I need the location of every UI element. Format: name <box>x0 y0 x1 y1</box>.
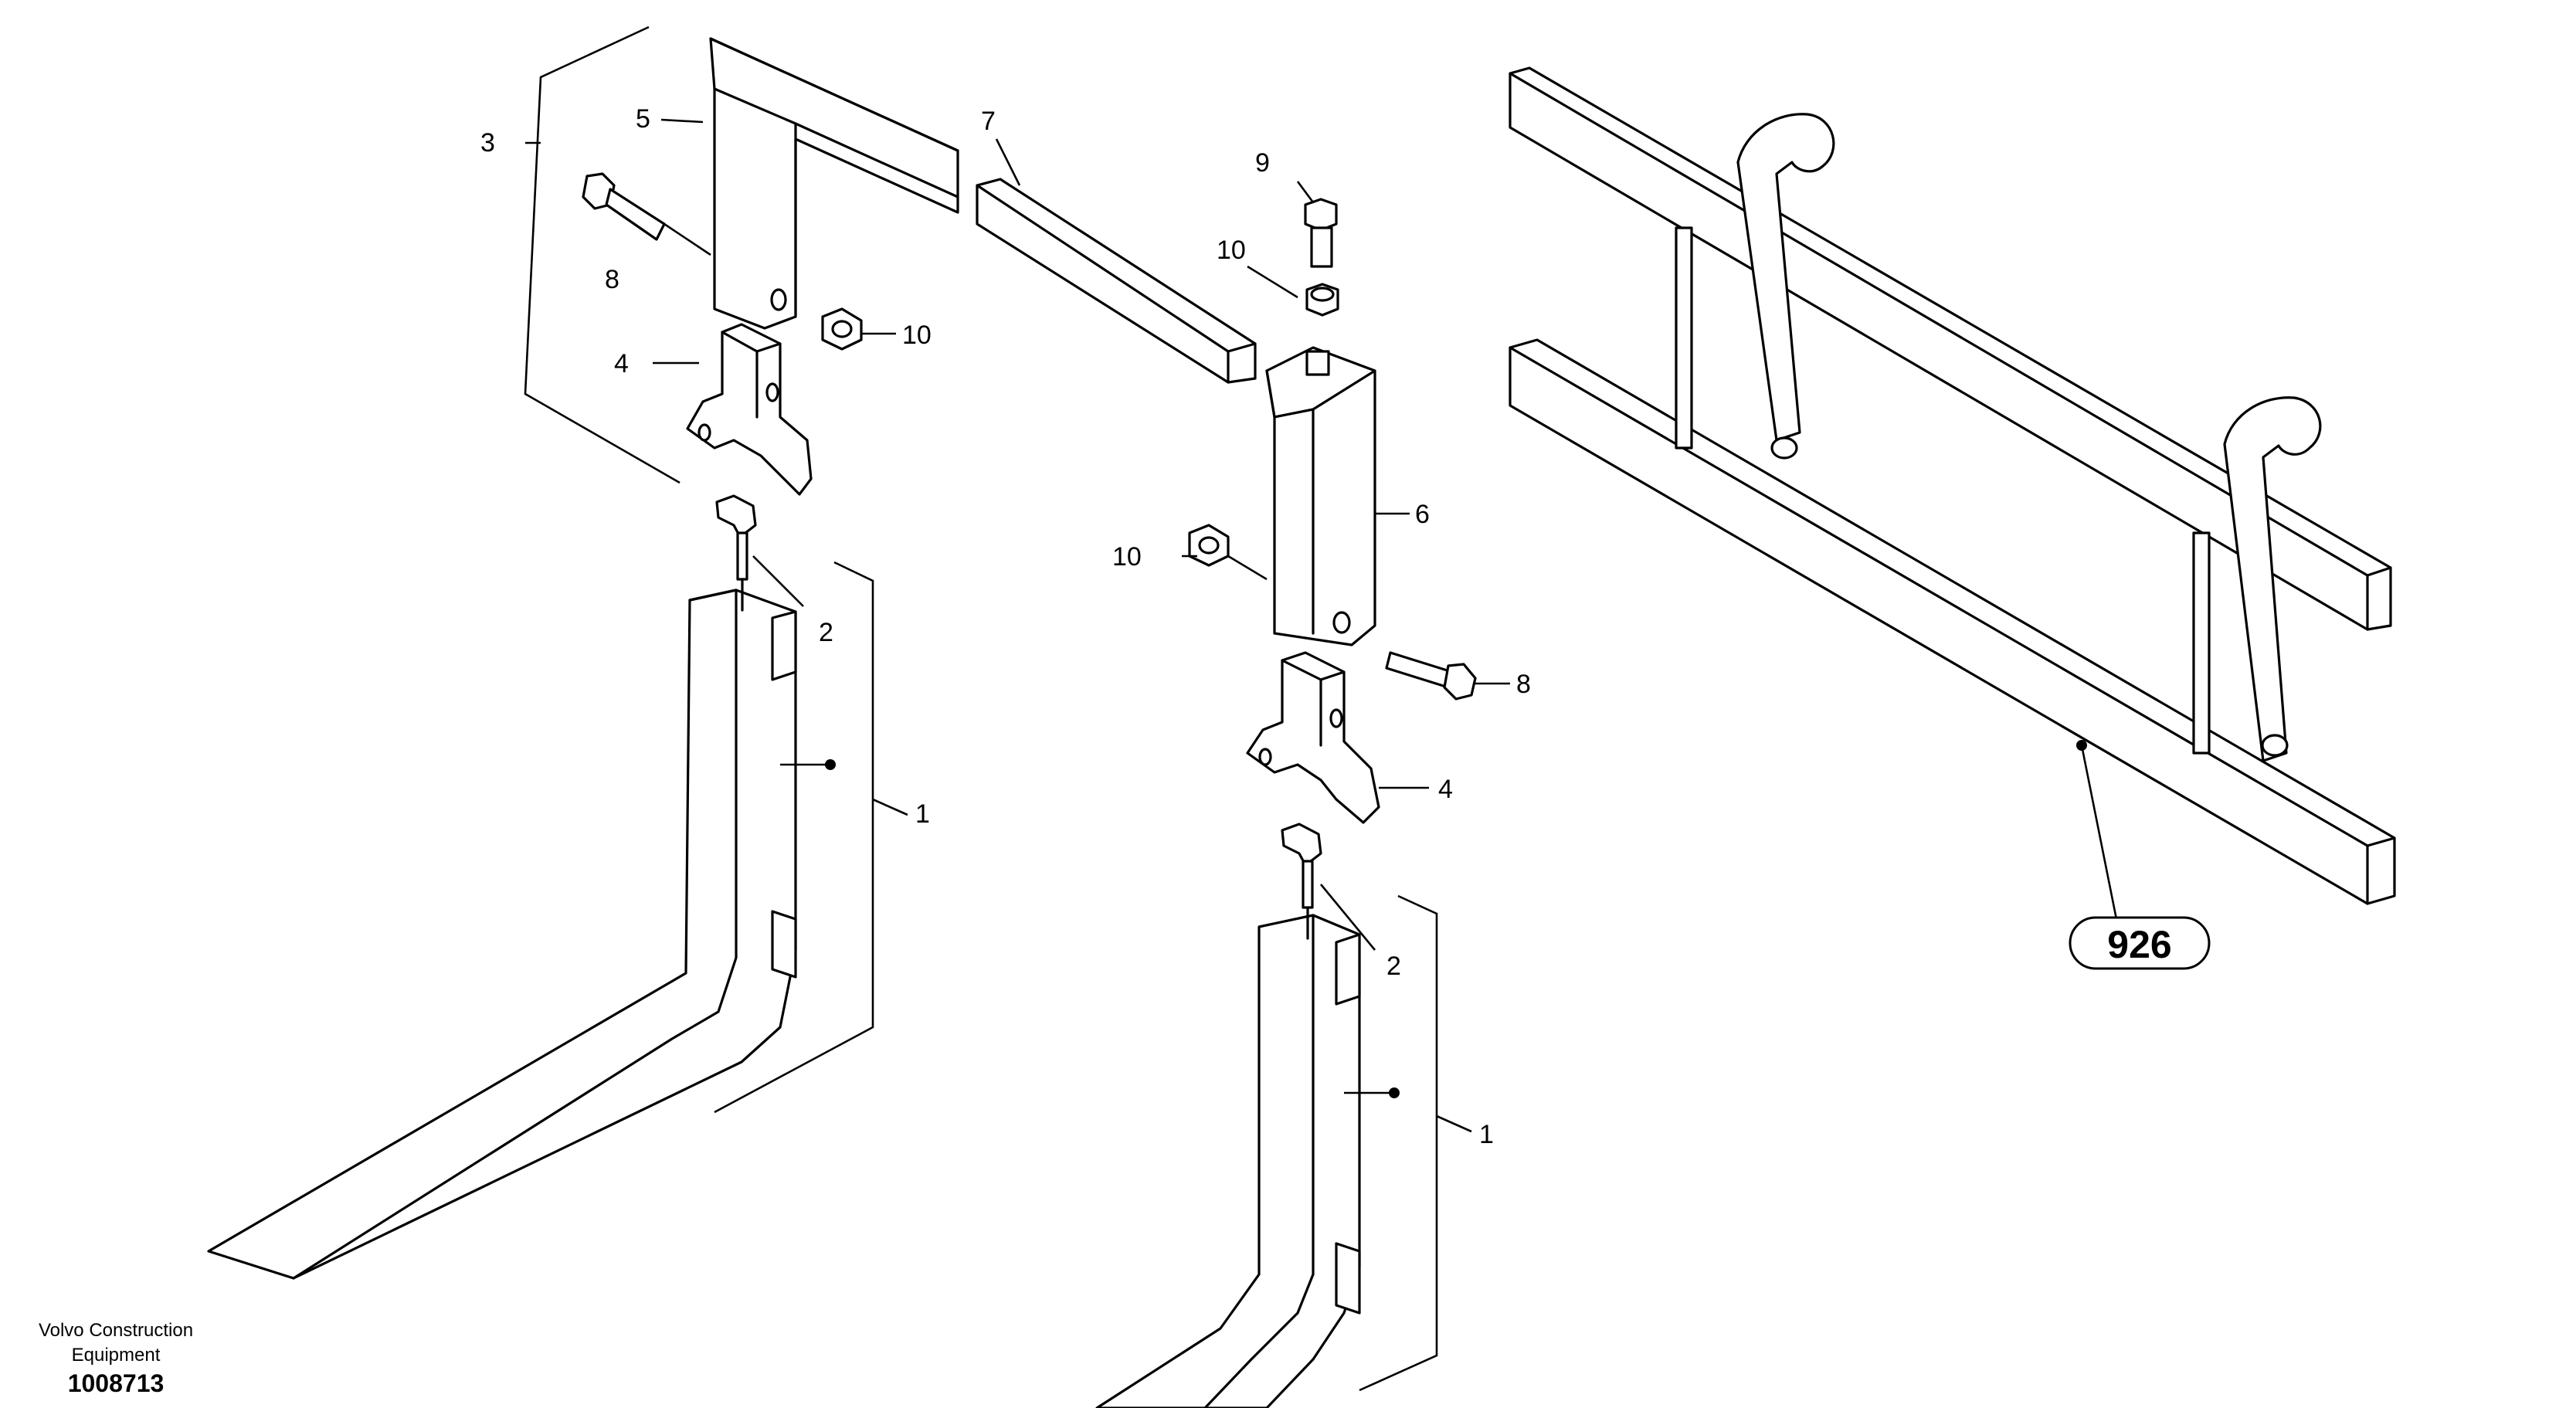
right-lock-pin <box>1281 823 1322 940</box>
left-clamp <box>686 323 813 496</box>
callout-10-left: 10 <box>902 321 932 350</box>
callout-10-mid: 10 <box>1112 542 1142 572</box>
callout-5: 5 <box>636 104 650 134</box>
left-bolt <box>582 172 666 241</box>
right-bolt <box>1385 651 1477 701</box>
left-nut <box>821 307 863 351</box>
company-name-line1: Volvo Construction <box>39 1320 193 1341</box>
top-bolt <box>1304 198 1338 268</box>
callout-4-left: 4 <box>614 349 629 378</box>
callout-6: 6 <box>1415 500 1430 529</box>
callout-10-top: 10 <box>1217 236 1246 265</box>
callout-8-left: 8 <box>605 265 619 294</box>
callout-8-right: 8 <box>1516 670 1531 699</box>
drawing-number: 1008713 <box>68 1369 165 1397</box>
carriage-frame <box>1509 66 2396 905</box>
callout-7: 7 <box>981 107 996 136</box>
cross-tube <box>976 178 1257 384</box>
mid-nut <box>1188 524 1230 567</box>
leader-lines <box>524 25 2118 1392</box>
right-upright <box>1265 346 1376 646</box>
right-fork <box>1095 914 1361 1408</box>
callout-2-right: 2 <box>1386 952 1401 981</box>
reference-label: 926 <box>2107 923 2171 966</box>
callout-4-right: 4 <box>1438 775 1453 804</box>
left-upright-frame <box>709 37 959 330</box>
left-lock-pin <box>715 494 757 612</box>
top-nut <box>1305 283 1339 317</box>
callout-2-left: 2 <box>819 618 833 647</box>
left-fork <box>207 589 797 1280</box>
callout-3: 3 <box>480 128 495 158</box>
reference-capsule: 926 <box>2069 916 2211 970</box>
right-clamp <box>1246 651 1380 824</box>
company-name-line2: Equipment <box>72 1345 161 1366</box>
callout-9: 9 <box>1255 148 1270 178</box>
callout-1-right: 1 <box>1479 1120 1494 1149</box>
callout-1-left: 1 <box>915 799 930 829</box>
